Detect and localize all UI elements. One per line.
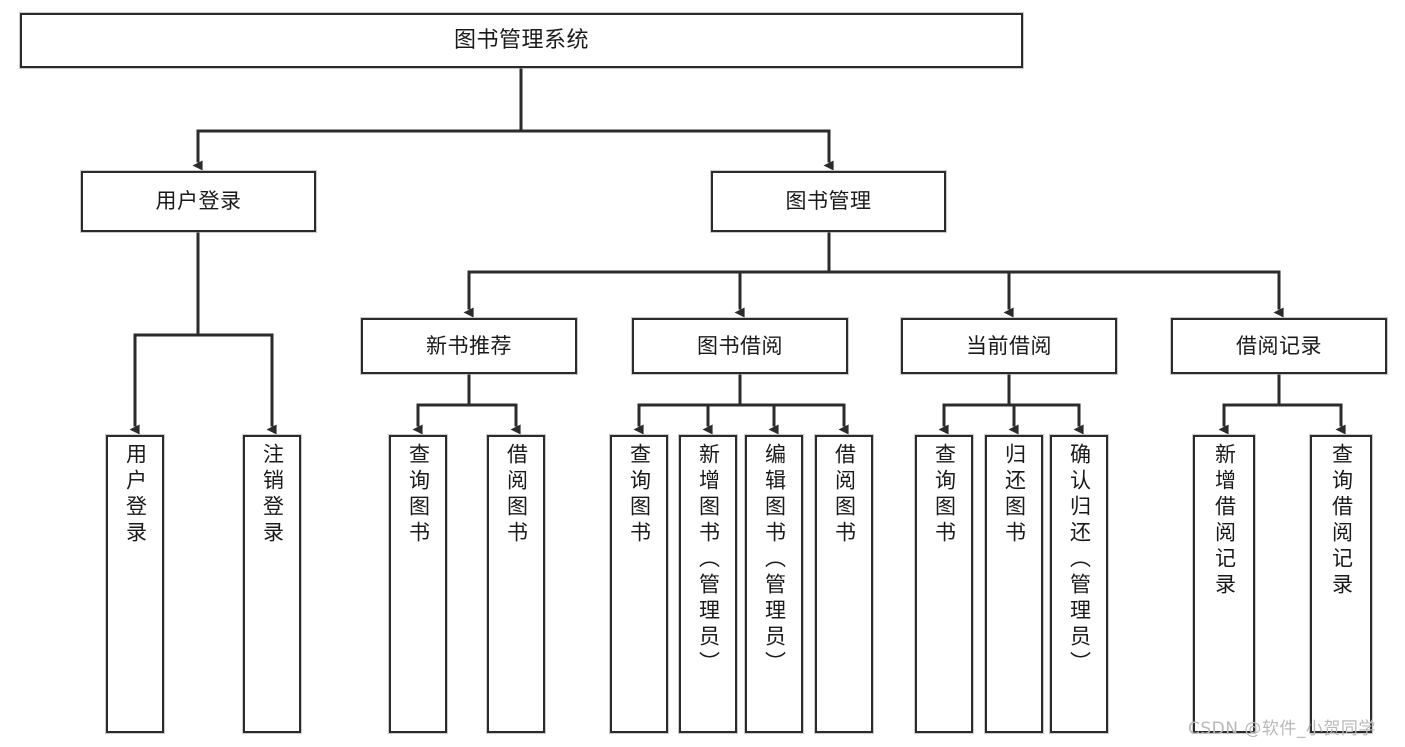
node-user-login-label: 用户登录 (155, 189, 242, 214)
node-user-login[interactable]: 用户登录 (81, 171, 316, 232)
node-current-borrow-label: 当前借阅 (966, 333, 1052, 358)
node-leaf-query-book-borrow-label: 查询图书 (627, 443, 652, 547)
node-leaf-add-book-admin[interactable]: 新增图书（管理员） (679, 435, 737, 733)
node-root[interactable]: 图书管理系统 (20, 13, 1023, 68)
node-leaf-query-borrow-record-label: 查询借阅记录 (1329, 443, 1354, 599)
node-book-borrow-label: 图书借阅 (697, 333, 783, 358)
node-leaf-confirm-return-admin-label: 确认归还（管理员） (1067, 443, 1092, 677)
node-leaf-add-borrow-record[interactable]: 新增借阅记录 (1193, 435, 1255, 733)
node-book-manage-label: 图书管理 (785, 189, 872, 214)
node-leaf-edit-book-admin-label: 编辑图书（管理员） (762, 443, 787, 677)
node-leaf-user-login-label: 用户登录 (123, 443, 148, 547)
node-leaf-query-book-current[interactable]: 查询图书 (915, 435, 973, 733)
node-leaf-user-logout-label: 注销登录 (260, 443, 285, 547)
node-leaf-add-borrow-record-label: 新增借阅记录 (1212, 443, 1237, 599)
csdn-watermark: CSDN @软件_小贺同学 (1188, 719, 1376, 739)
node-leaf-return-book[interactable]: 归还图书 (985, 435, 1043, 733)
node-leaf-query-book-rec-label: 查询图书 (406, 443, 431, 547)
node-leaf-borrow-book-rec-label: 借阅图书 (504, 443, 529, 547)
node-leaf-borrow-book-rec[interactable]: 借阅图书 (487, 435, 545, 733)
node-current-borrow[interactable]: 当前借阅 (901, 318, 1117, 374)
node-leaf-borrow-book-label: 借阅图书 (832, 443, 857, 547)
node-book-borrow[interactable]: 图书借阅 (632, 318, 848, 374)
node-leaf-query-book-rec[interactable]: 查询图书 (389, 435, 447, 733)
node-leaf-user-logout[interactable]: 注销登录 (243, 435, 301, 733)
node-new-book-recommend-label: 新书推荐 (426, 333, 512, 358)
node-leaf-query-book-borrow[interactable]: 查询图书 (610, 435, 668, 733)
node-borrow-record-label: 借阅记录 (1236, 333, 1322, 358)
node-leaf-borrow-book[interactable]: 借阅图书 (815, 435, 873, 733)
node-book-manage[interactable]: 图书管理 (711, 171, 946, 232)
node-leaf-return-book-label: 归还图书 (1002, 443, 1027, 547)
node-leaf-user-login[interactable]: 用户登录 (106, 435, 164, 733)
node-leaf-query-borrow-record[interactable]: 查询借阅记录 (1310, 435, 1372, 733)
node-leaf-edit-book-admin[interactable]: 编辑图书（管理员） (745, 435, 803, 733)
node-leaf-add-book-admin-label: 新增图书（管理员） (696, 443, 721, 677)
node-leaf-query-book-current-label: 查询图书 (932, 443, 957, 547)
node-borrow-record[interactable]: 借阅记录 (1171, 318, 1387, 374)
node-root-label: 图书管理系统 (453, 27, 589, 53)
node-leaf-confirm-return-admin[interactable]: 确认归还（管理员） (1050, 435, 1108, 733)
node-new-book-recommend[interactable]: 新书推荐 (361, 318, 577, 374)
